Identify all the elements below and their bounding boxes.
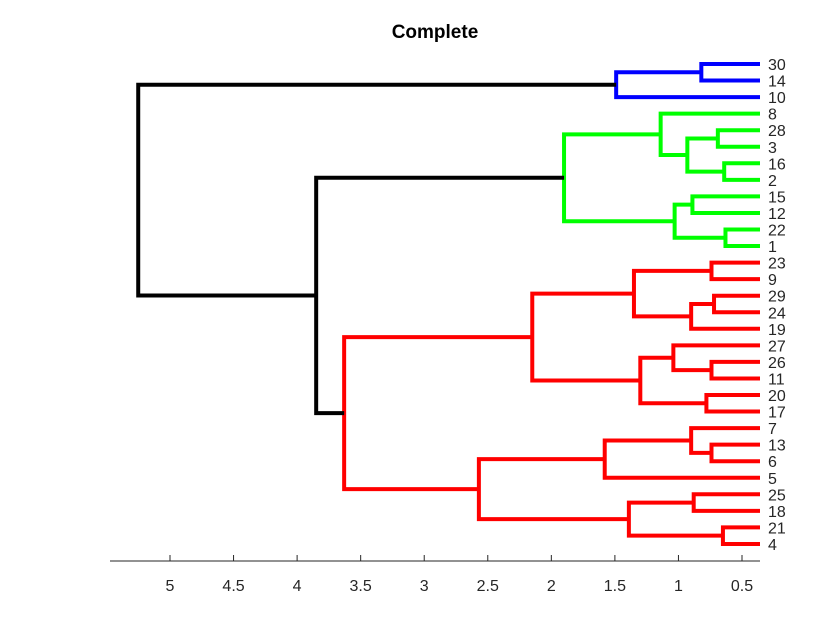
leaf-label: 18 — [768, 504, 786, 521]
leaf-label: 10 — [768, 90, 786, 107]
dendrogram-link — [671, 343, 760, 373]
dendrogram-link — [562, 132, 675, 224]
x-tick-label: 0.5 — [731, 578, 753, 595]
dendrogram-link — [712, 293, 760, 315]
chart-title: Complete — [392, 22, 479, 43]
x-axis: 5 4.5 4 3.5 3 2.5 2 1.5 1 0.5 — [110, 555, 760, 595]
leaf-label: 14 — [768, 74, 786, 91]
leaf-label: 30 — [768, 57, 786, 74]
x-tick-label: 5 — [166, 578, 175, 595]
leaf-label: 16 — [768, 156, 786, 173]
x-tick-label: 3.5 — [350, 578, 372, 595]
dendrogram-link — [626, 500, 723, 538]
leaf-label: 9 — [768, 272, 777, 289]
x-tick-label: 4.5 — [222, 578, 244, 595]
leaf-label: 2 — [768, 173, 777, 190]
leaf-label: 13 — [768, 438, 786, 455]
x-tick-label: 1.5 — [604, 578, 626, 595]
leaf-label: 4 — [768, 537, 777, 554]
leaf-label: 1 — [768, 239, 777, 256]
leaf-label: 20 — [768, 388, 786, 405]
dendrogram-links — [136, 62, 760, 546]
leaf-label: 19 — [768, 322, 786, 339]
x-tick-label: 3 — [420, 578, 429, 595]
dendrogram-link — [136, 82, 617, 298]
dendrogram-link — [709, 442, 760, 464]
dendrogram-link — [658, 111, 760, 158]
leaf-label: 7 — [768, 421, 777, 438]
leaf-label: 12 — [768, 206, 786, 223]
leaf-label: 5 — [768, 471, 777, 488]
dendrogram-link — [530, 291, 641, 383]
leaf-label: 29 — [768, 289, 786, 306]
leaf-labels: 3014108283162151222123929241927261120177… — [768, 57, 786, 554]
dendrogram-link — [689, 426, 760, 455]
leaf-label: 6 — [768, 454, 777, 471]
dendrogram-link — [720, 525, 760, 546]
dendrogram-link — [689, 301, 760, 331]
dendrogram-link — [704, 393, 760, 414]
leaf-label: 3 — [768, 140, 777, 157]
leaf-label: 22 — [768, 223, 786, 240]
dendrogram-link — [709, 260, 760, 282]
dendrogram-link — [722, 161, 760, 182]
leaf-label: 15 — [768, 189, 786, 206]
dendrogram-link — [342, 335, 533, 492]
leaf-label: 26 — [768, 355, 786, 372]
dendrogram-link — [723, 227, 760, 249]
dendrogram-link — [314, 175, 565, 416]
leaf-label: 23 — [768, 256, 786, 273]
leaf-label: 17 — [768, 405, 786, 422]
leaf-label: 25 — [768, 487, 786, 504]
leaf-label: 27 — [768, 338, 786, 355]
x-tick-label: 1 — [674, 578, 683, 595]
dendrogram-link — [691, 492, 760, 513]
dendrogram-link — [709, 359, 760, 381]
dendrogram-link — [715, 128, 760, 149]
x-tick-label: 4 — [293, 578, 302, 595]
x-tick-label: 2.5 — [477, 578, 499, 595]
leaf-label: 21 — [768, 520, 786, 537]
leaf-label: 28 — [768, 123, 786, 140]
leaf-label: 24 — [768, 305, 786, 322]
leaf-label: 11 — [768, 371, 785, 388]
dendrogram-link — [672, 202, 726, 240]
dendrogram-link — [614, 70, 760, 100]
dendrogram-link — [690, 194, 760, 215]
x-tick-label: 2 — [547, 578, 556, 595]
dendrogram-link — [631, 268, 712, 319]
leaf-label: 8 — [768, 107, 777, 124]
dendrogram-link — [699, 62, 760, 83]
